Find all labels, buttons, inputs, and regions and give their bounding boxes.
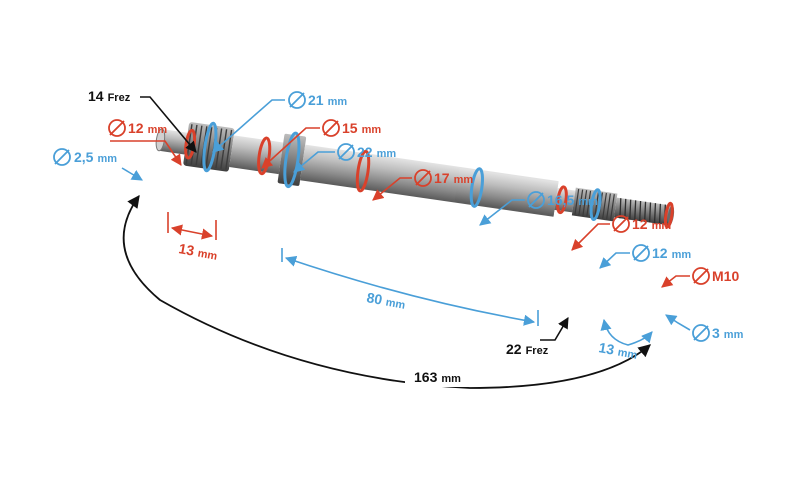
label-m10: M10	[692, 267, 739, 285]
svg-text:3mm: 3mm	[712, 325, 744, 341]
diameter-symbol-icon	[414, 169, 432, 187]
label-len80: 80mm	[365, 289, 407, 312]
label-len13-left: 13mm	[177, 240, 219, 263]
diameter-symbol-icon	[53, 148, 71, 166]
label-len13-right: 13mm	[597, 339, 639, 362]
svg-text:M10: M10	[712, 268, 739, 284]
diameter-symbol-icon	[612, 215, 630, 233]
diameter-symbol-icon	[632, 244, 650, 262]
diameter-symbol-icon	[692, 267, 710, 285]
diameter-symbol-icon	[527, 191, 545, 209]
diameter-symbol-icon	[337, 143, 355, 161]
diameter-symbol-icon	[288, 91, 306, 109]
shaft-section-15	[229, 135, 284, 175]
diameter-symbol-icon	[692, 324, 710, 342]
diameter-symbol-icon	[322, 119, 340, 137]
svg-text:2,5mm: 2,5mm	[74, 149, 117, 165]
diameter-symbol-icon	[108, 119, 126, 137]
dimension-lines	[122, 194, 653, 389]
svg-text:16,5mm: 16,5mm	[547, 192, 598, 208]
